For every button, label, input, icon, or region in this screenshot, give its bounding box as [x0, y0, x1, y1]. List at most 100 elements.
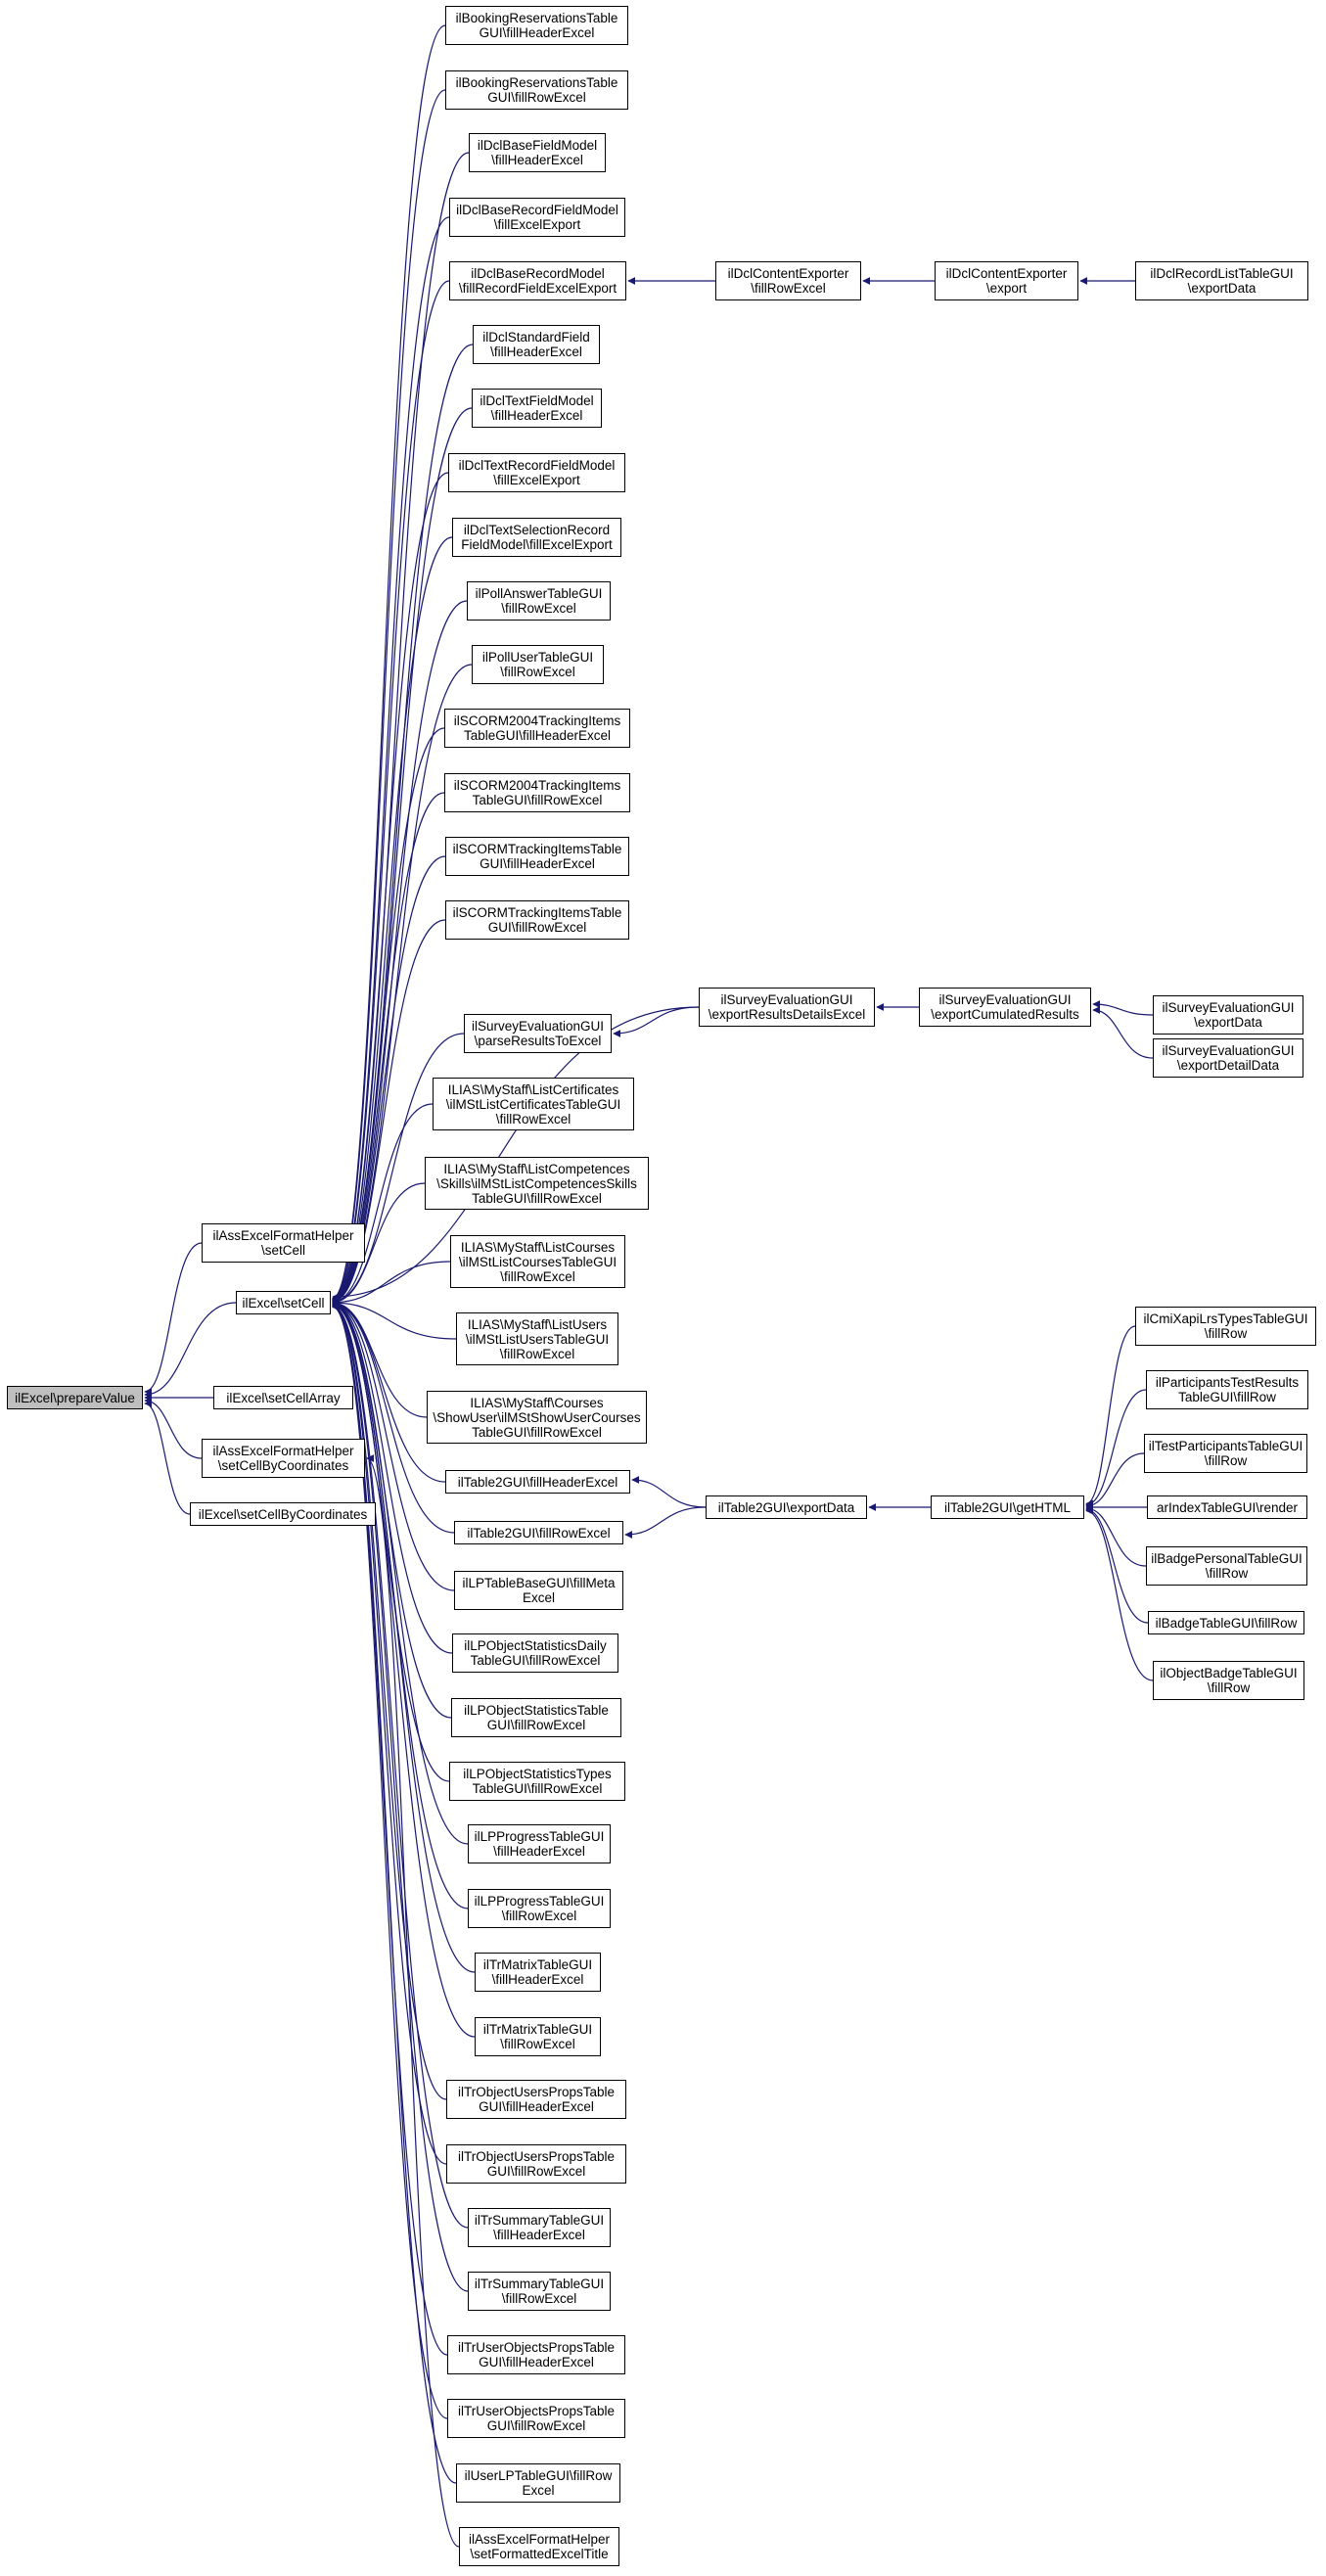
node-lp-daily[interactable]: ilLPObjectStatisticsDaily TableGUI\fillR…: [452, 1633, 618, 1673]
node-label: ilAssExcelFormatHelper \setFormattedExce…: [468, 2532, 611, 2561]
edge-trMatrixHeader-to-setCell: [332, 1301, 476, 1973]
node-dcl-standard-field[interactable]: ilDclStandardField \fillHeaderExcel: [473, 325, 600, 364]
edge-t2ExportData-to-t2Header: [631, 1476, 707, 1508]
node-tr-sum-row[interactable]: ilTrSummaryTableGUI \fillRowExcel: [468, 2272, 611, 2311]
edge-trSumRow-to-setCell: [332, 1302, 469, 2292]
node-ms-certificates[interactable]: ILIAS\MyStaff\ListCertificates \ilMStLis…: [433, 1078, 634, 1130]
node-set-cell[interactable]: ilExcel\setCell: [236, 1291, 331, 1314]
node-ms-competences[interactable]: ILIAS\MyStaff\ListCompetences \Skills\il…: [425, 1157, 649, 1210]
node-label: ILIAS\MyStaff\ListCompetences \Skills\il…: [436, 1161, 637, 1206]
node-t2-export-data[interactable]: ilTable2GUI\exportData: [706, 1495, 867, 1519]
node-tr-user-obj-header[interactable]: ilTrUserObjectsPropsTable GUI\fillHeader…: [447, 2335, 625, 2374]
node-dcl-text-selection[interactable]: ilDclTextSelectionRecord FieldModel\fill…: [452, 518, 621, 557]
node-participants-test[interactable]: ilParticipantsTestResults TableGUI\fillR…: [1146, 1370, 1308, 1409]
node-ar-index[interactable]: arIndexTableGUI\render: [1147, 1495, 1307, 1519]
edge-objectBadge-to-t2GetHTML: [1085, 1506, 1154, 1681]
node-booking-header[interactable]: ilBookingReservationsTable GUI\fillHeade…: [445, 6, 628, 45]
edge-surveyExportData-to-surveyCumulated: [1092, 1000, 1154, 1016]
node-label: ILIAS\MyStaff\ListCertificates \ilMStLis…: [445, 1081, 621, 1127]
node-label: ilTrObjectUsersPropsTable GUI\fillHeader…: [457, 2085, 616, 2114]
node-scorm2004-header[interactable]: ilSCORM2004TrackingItems TableGUI\fillHe…: [444, 709, 630, 748]
edge-trMatrixRow-to-setCell: [332, 1301, 476, 2038]
edge-msCourses-to-setCell: [332, 1261, 451, 1307]
node-dcl-content-export[interactable]: ilDclContentExporter \export: [935, 261, 1078, 300]
node-label: ilTrUserObjectsPropsTable GUI\fillHeader…: [457, 2340, 616, 2369]
edge-t2Row-to-setCell: [332, 1299, 455, 1534]
node-t2-header[interactable]: ilTable2GUI\fillHeaderExcel: [445, 1470, 630, 1494]
node-label: ilTrSummaryTableGUI \fillHeaderExcel: [474, 2213, 605, 2242]
edge-setCell-to-prepareValue: [144, 1302, 237, 1399]
node-user-l-p[interactable]: ilUserLPTableGUI\fillRow Excel: [456, 2463, 620, 2503]
node-set-cell-by-coord[interactable]: ilExcel\setCellByCoordinates: [190, 1502, 376, 1526]
node-t2-row[interactable]: ilTable2GUI\fillRowExcel: [454, 1521, 623, 1544]
edge-badgePersonal-to-t2GetHTML: [1085, 1504, 1147, 1567]
node-label: ilAssExcelFormatHelper \setCell: [212, 1228, 354, 1258]
node-lp-types[interactable]: ilLPObjectStatisticsTypes TableGUI\fillR…: [449, 1762, 625, 1801]
node-label: ilUserLPTableGUI\fillRow Excel: [464, 2468, 613, 2498]
node-scorm2004-row[interactable]: ilSCORM2004TrackingItems TableGUI\fillRo…: [444, 773, 630, 812]
node-badge-personal[interactable]: ilBadgePersonalTableGUI \fillRow: [1146, 1546, 1307, 1586]
edge-userLP-to-setCell: [332, 1303, 457, 2484]
node-ass-set-cell[interactable]: ilAssExcelFormatHelper \setCell: [202, 1223, 365, 1263]
node-t2-get-h-t-m-l[interactable]: ilTable2GUI\getHTML: [931, 1495, 1084, 1519]
node-survey-parse[interactable]: ilSurveyEvaluationGUI \parseResultsToExc…: [464, 1014, 612, 1053]
edge-surveyDetails-to-setCell: [332, 1006, 700, 1301]
node-object-badge[interactable]: ilObjectBadgeTableGUI \fillRow: [1153, 1661, 1304, 1700]
node-ass-title[interactable]: ilAssExcelFormatHelper \setFormattedExce…: [459, 2527, 619, 2566]
node-lp-prog-row[interactable]: ilLPProgressTableGUI \fillRowExcel: [468, 1889, 611, 1928]
edge-trObjHeader-to-setCell: [332, 1302, 447, 2100]
node-test-participants[interactable]: ilTestParticipantsTableGUI \fillRow: [1144, 1434, 1307, 1473]
node-ass-set-cell-by-coord[interactable]: ilAssExcelFormatHelper \setCellByCoordin…: [202, 1439, 365, 1478]
node-dcl-text-record-field[interactable]: ilDclTextRecordFieldModel \fillExcelExpo…: [448, 453, 625, 492]
edge-trObjRow-to-setCell: [332, 1302, 447, 2165]
node-label: ILIAS\MyStaff\ListUsers \ilMStListUsersT…: [465, 1316, 610, 1361]
node-label: ilLPObjectStatisticsTypes TableGUI\fillR…: [463, 1767, 612, 1796]
node-label: ilBookingReservationsTable GUI\fillHeade…: [455, 11, 618, 40]
node-tr-obj-header[interactable]: ilTrObjectUsersPropsTable GUI\fillHeader…: [446, 2080, 626, 2119]
node-scorm-header[interactable]: ilSCORMTrackingItemsTable GUI\fillHeader…: [445, 837, 629, 876]
node-scorm-row[interactable]: ilSCORMTrackingItemsTable GUI\fillRowExc…: [445, 900, 629, 940]
node-dcl-base-field[interactable]: ilDclBaseFieldModel \fillHeaderExcel: [469, 133, 606, 172]
node-tr-matrix-header[interactable]: ilTrMatrixTableGUI \fillHeaderExcel: [475, 1953, 601, 1992]
node-label: ilSCORM2004TrackingItems TableGUI\fillRo…: [453, 778, 621, 807]
node-lp-base-meta[interactable]: ilLPTableBaseGUI\fillMeta Excel: [454, 1571, 623, 1610]
node-dcl-content-row[interactable]: ilDclContentExporter \fillRowExcel: [715, 261, 861, 300]
node-set-cell-array[interactable]: ilExcel\setCellArray: [213, 1386, 353, 1409]
node-prepare-value[interactable]: ilExcel\prepareValue: [7, 1386, 143, 1409]
node-label: ilBadgeTableGUI\fillRow: [1155, 1615, 1298, 1631]
node-lp-prog-header[interactable]: ilLPProgressTableGUI \fillHeaderExcel: [468, 1824, 611, 1863]
node-dcl-text-field[interactable]: ilDclTextFieldModel \fillHeaderExcel: [472, 389, 602, 428]
edge-bookingRow-to-setCell: [332, 89, 446, 1303]
node-ms-users[interactable]: ILIAS\MyStaff\ListUsers \ilMStListUsersT…: [456, 1312, 618, 1365]
node-survey-details[interactable]: ilSurveyEvaluationGUI \exportResultsDeta…: [699, 988, 875, 1027]
node-label: ilParticipantsTestResults TableGUI\fillR…: [1155, 1375, 1300, 1404]
node-poll-answer[interactable]: ilPollAnswerTableGUI \fillRowExcel: [467, 581, 611, 621]
node-tr-user-obj-row[interactable]: ilTrUserObjectsPropsTable GUI\fillRowExc…: [447, 2399, 625, 2438]
node-poll-user[interactable]: ilPollUserTableGUI \fillRowExcel: [472, 645, 604, 684]
node-label: ilTable2GUI\fillRowExcel: [467, 1525, 611, 1541]
node-label: ilAssExcelFormatHelper \setCellByCoordin…: [212, 1444, 354, 1473]
node-survey-export-data[interactable]: ilSurveyEvaluationGUI \exportData: [1153, 995, 1303, 1035]
node-tr-sum-header[interactable]: ilTrSummaryTableGUI \fillHeaderExcel: [468, 2208, 611, 2247]
node-dcl-base-record[interactable]: ilDclBaseRecordModel \fillRecordFieldExc…: [449, 261, 626, 300]
node-label: ilDclTextRecordFieldModel \fillExcelExpo…: [458, 458, 616, 487]
node-dcl-base-record-field[interactable]: ilDclBaseRecordFieldModel \fillExcelExpo…: [449, 198, 625, 237]
node-survey-export-detail[interactable]: ilSurveyEvaluationGUI \exportDetailData: [1153, 1038, 1303, 1078]
node-tr-obj-row[interactable]: ilTrObjectUsersPropsTable GUI\fillRowExc…: [446, 2144, 626, 2184]
node-tr-matrix-row[interactable]: ilTrMatrixTableGUI \fillRowExcel: [475, 2017, 601, 2056]
node-dcl-record-list[interactable]: ilDclRecordListTableGUI \exportData: [1135, 261, 1308, 300]
edge-lpProgHeader-to-setCell: [332, 1301, 469, 1845]
node-ms-show-user[interactable]: ILIAS\MyStaff\Courses \ShowUser\ilMStSho…: [427, 1391, 647, 1444]
node-ms-courses[interactable]: ILIAS\MyStaff\ListCourses \ilMStListCour…: [450, 1235, 625, 1288]
node-label: ilLPProgressTableGUI \fillRowExcel: [474, 1894, 605, 1923]
node-badge-table[interactable]: ilBadgeTableGUI\fillRow: [1148, 1611, 1304, 1634]
node-lp-stats-table[interactable]: ilLPObjectStatisticsTable GUI\fillRowExc…: [451, 1698, 621, 1737]
node-booking-row[interactable]: ilBookingReservationsTable GUI\fillRowEx…: [445, 70, 628, 110]
node-label: arIndexTableGUI\render: [1156, 1499, 1299, 1515]
node-label: ilTable2GUI\getHTML: [943, 1499, 1072, 1515]
node-survey-cumulated[interactable]: ilSurveyEvaluationGUI \exportCumulatedRe…: [919, 988, 1091, 1027]
edge-lpDaily-to-setCell: [332, 1300, 453, 1654]
node-label: ilSCORMTrackingItemsTable GUI\fillHeader…: [452, 842, 622, 871]
edge-dclBaseRecord-to-setCell: [332, 280, 450, 1304]
node-cmi-xapi[interactable]: ilCmiXapiLrsTypesTableGUI \fillRow: [1135, 1307, 1316, 1346]
